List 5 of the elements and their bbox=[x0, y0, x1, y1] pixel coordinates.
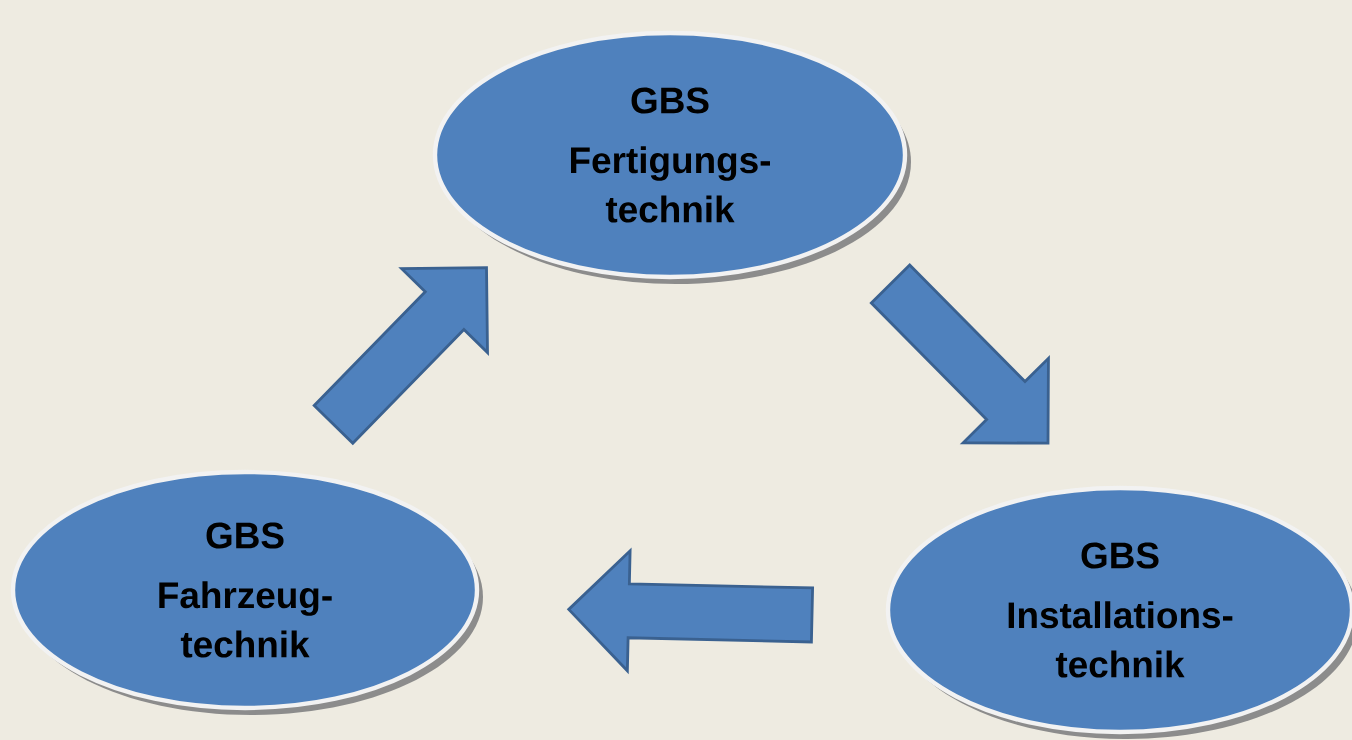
block-arrow bbox=[566, 547, 815, 675]
block-arrow bbox=[312, 266, 489, 446]
ellipse-node: GBS Fahrzeug- technik bbox=[10, 469, 483, 715]
ellipse-node: GBS Fertigungs- technik bbox=[432, 30, 911, 284]
ellipse-node: GBS Installations- technik bbox=[885, 485, 1352, 739]
